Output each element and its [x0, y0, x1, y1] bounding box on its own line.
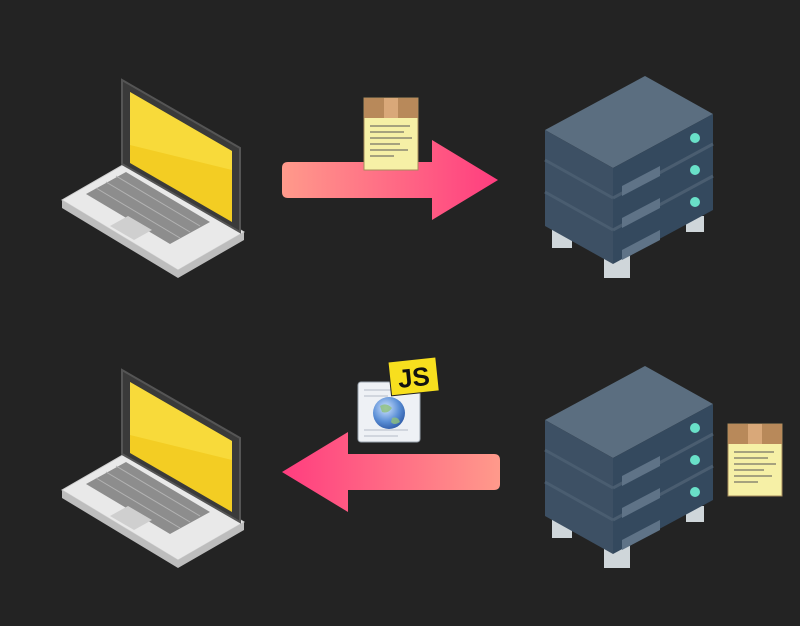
package-document-icon	[363, 97, 419, 171]
web-page-icon	[357, 381, 421, 443]
server-rack-1	[543, 74, 715, 280]
server-rack-2	[543, 364, 715, 570]
package-document-icon	[727, 423, 783, 497]
response-arrow	[282, 432, 500, 512]
javascript-badge: JS	[387, 356, 440, 397]
request-arrow	[282, 140, 498, 220]
client-laptop-1	[61, 79, 245, 279]
js-badge-label: JS	[396, 361, 431, 394]
client-laptop-2	[61, 369, 245, 569]
